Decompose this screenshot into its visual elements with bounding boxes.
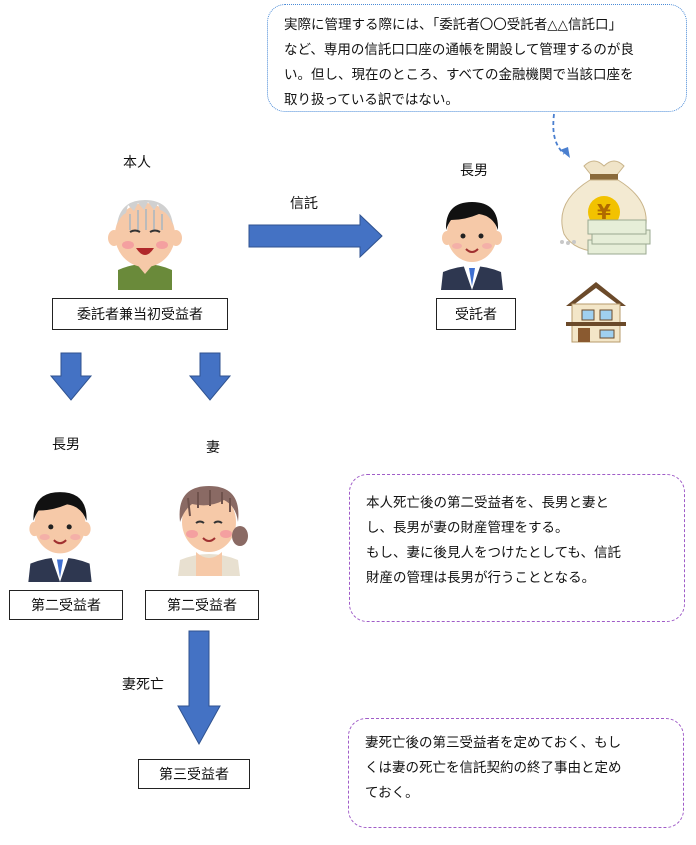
down-arrow-wife-death — [177, 630, 221, 746]
money-bag-icon: ¥ — [560, 160, 651, 255]
box-third-beneficiary: 第三受益者 — [138, 759, 250, 789]
note-line: くは妻の死亡を信託契約の終了事由と定め — [365, 760, 622, 776]
trust-arrow — [248, 213, 383, 259]
label-wife-death: 妻死亡 — [122, 677, 164, 693]
note-line: い。但し、現在のところ、すべての金融機関で当該口座を — [284, 67, 634, 83]
down-arrow-right — [188, 352, 232, 401]
note-line: など、専用の信託口口座の通帳を開設して管理するのが良 — [284, 42, 634, 58]
note-second-beneficiary: 本人死亡後の第二受益者を、長男と妻と し、長男が妻の財産管理をする。 もし、妻に… — [349, 474, 685, 622]
house-icon — [566, 282, 626, 343]
note-line: 財産の管理は長男が行うこととなる。 — [366, 570, 596, 586]
note-bank-account: 実際に管理する際には、「委託者〇〇受託者△△信託口」 など、専用の信託口口座の通… — [267, 4, 687, 112]
grandfather-illustration — [108, 200, 182, 290]
note-line: 取り扱っている訳ではない。 — [284, 92, 459, 108]
box-trustee: 受託者 — [436, 298, 516, 330]
note-pointer-arrow — [552, 113, 570, 158]
note-line: 本人死亡後の第二受益者を、長男と妻と — [366, 495, 609, 511]
box-settlor-initial-beneficiary: 委託者兼当初受益者 — [52, 298, 228, 330]
wife-illustration — [178, 486, 248, 576]
svg-text:¥: ¥ — [597, 200, 611, 224]
box-second-beneficiary-son: 第二受益者 — [9, 590, 123, 620]
note-line: ておく。 — [365, 785, 419, 801]
note-third-beneficiary: 妻死亡後の第三受益者を定めておく、もし くは妻の死亡を信託契約の終了事由と定め … — [348, 718, 684, 828]
eldest-son-illustration-top — [441, 202, 503, 290]
eldest-son-illustration-bottom — [28, 492, 92, 582]
note-line: 実際に管理する際には、「委託者〇〇受託者△△信託口」 — [284, 17, 623, 33]
label-honnin: 本人 — [123, 155, 151, 171]
note-line: もし、妻に後見人をつけたとしても、信託 — [366, 545, 622, 561]
label-eldest-son-top: 長男 — [460, 163, 488, 179]
note-line: し、長男が妻の財産管理をする。 — [366, 520, 569, 536]
down-arrow-left — [49, 352, 93, 401]
label-wife: 妻 — [206, 440, 220, 456]
box-second-beneficiary-wife: 第二受益者 — [145, 590, 259, 620]
label-trust: 信託 — [290, 196, 318, 212]
note-line: 妻死亡後の第三受益者を定めておく、もし — [365, 735, 622, 751]
label-eldest-son-bottom: 長男 — [52, 437, 80, 453]
